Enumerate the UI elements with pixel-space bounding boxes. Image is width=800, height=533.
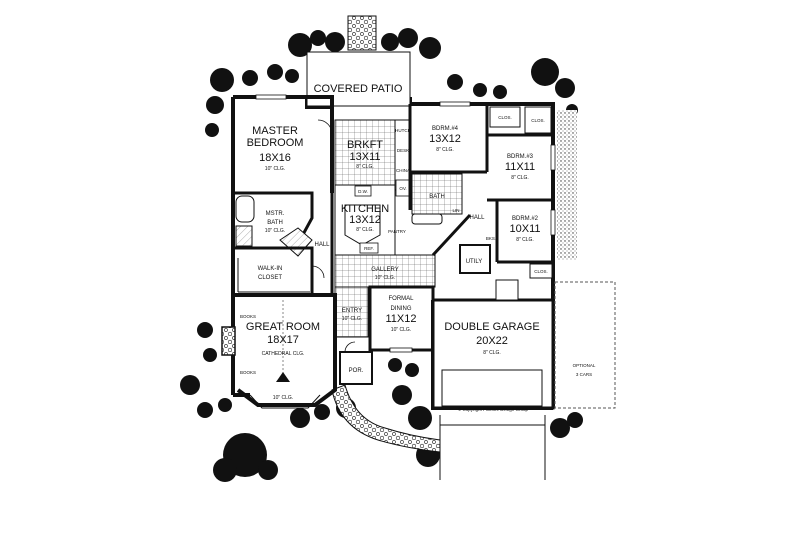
pantry-label: PANTRY <box>388 229 406 234</box>
master-bedroom: MASTER BEDROOM 18X16 10" CLG. <box>233 94 334 195</box>
chimney <box>347 15 377 51</box>
bdrm2-closet-label: CLOS. <box>534 269 548 274</box>
bdrm4-closet-label: CLOS. <box>498 115 512 120</box>
shrubs-bottom-right <box>550 412 583 438</box>
hall-bath: BATH LIN <box>411 173 463 225</box>
entry-label: ENTRY <box>342 308 362 314</box>
hall-left: HALL <box>311 193 334 295</box>
hall-right: HALL BKS. <box>431 213 496 257</box>
bdrm4-size: 13X12 <box>429 133 461 145</box>
brkft-size: 13X11 <box>350 151 381 163</box>
mstr-bath-label-1: MSTR. <box>266 211 285 217</box>
formal-dining-ceiling: 10" CLG. <box>391 327 411 333</box>
formal-dining: FORMAL DINING 11X12 10" CLG. <box>368 285 435 353</box>
hall-left-label: HALL <box>314 242 330 248</box>
formal-dining-label-1: FORMAL <box>388 296 414 302</box>
china-label: CHINA <box>396 168 410 173</box>
bedroom-2: CLOS. BDRM.#2 10X11 8" CLG. <box>495 200 556 279</box>
walk-in-closet: WALK-IN CLOSET <box>233 246 314 295</box>
bdrm3-closet-label: CLOS. <box>531 118 545 123</box>
optional-garage: OPTIONAL 3 CARS <box>554 281 616 409</box>
brkft-ceiling: 8" CLG. <box>356 164 374 170</box>
master-bedroom-door <box>317 119 333 135</box>
kitchen-size: 13X12 <box>349 214 381 226</box>
hutch-label: HUTCH <box>395 128 411 133</box>
porch: POR. <box>339 341 373 385</box>
optional-garage-label-2: 3 CARS <box>576 372 592 377</box>
bdrm2-ceiling: 8" CLG. <box>516 237 534 243</box>
double-garage-size: 20X22 <box>476 335 508 347</box>
double-garage: DOUBLE GARAGE 20X22 8" CLG. © Copyright … <box>431 279 555 412</box>
bdrm4-label: BDRM.#4 <box>432 126 459 132</box>
entry-ceiling: 10" CLG. <box>342 316 362 322</box>
garage-door <box>441 369 543 407</box>
bedroom-4: CLOS. BDRM.#4 13X12 8" CLG. <box>408 101 521 210</box>
kitchen-island <box>344 204 381 246</box>
gallery-ceiling: 10" CLG. <box>375 275 395 281</box>
gallery: GALLERY 10" CLG. <box>334 254 436 288</box>
refrigerator-label: REF. <box>364 246 374 251</box>
great-room-ceiling-2: 10" CLG. <box>273 395 293 401</box>
bdrm3-ceiling: 8" CLG. <box>511 175 529 181</box>
walk-in-closet-label-1: WALK-IN <box>258 266 283 272</box>
double-garage-label: DOUBLE GARAGE <box>444 321 539 333</box>
entry: ENTRY 10" CLG. <box>334 286 369 338</box>
walk-in-closet-label-2: CLOSET <box>258 275 282 281</box>
master-bedroom-label-2: BEDROOM <box>247 137 304 149</box>
shrubs-bottom-left <box>180 322 440 482</box>
bdrm3-label: BDRM.#3 <box>507 154 534 160</box>
landscaping <box>180 15 583 482</box>
master-bedroom-size: 18X16 <box>259 152 291 164</box>
bath-label: BATH <box>429 194 445 200</box>
desk-label: DESK <box>397 148 409 153</box>
bdrm2-label: BDRM.#2 <box>512 216 539 222</box>
shower <box>235 225 253 247</box>
bathtub <box>235 195 255 223</box>
covered-patio-label: COVERED PATIO <box>314 83 403 95</box>
books-top-label: BOOKS <box>240 314 256 319</box>
formal-dining-size: 11X12 <box>386 313 417 325</box>
bdrm2-size: 10X11 <box>510 223 541 235</box>
bay-window <box>249 394 321 409</box>
shrubs-top <box>205 28 507 137</box>
great-room: BOOKS BOOKS GREAT ROOM 18X17 CATHEDRAL C… <box>221 293 337 409</box>
formal-dining-label-2: DINING <box>391 306 412 312</box>
mstr-bath-ceiling: 10" CLG. <box>265 228 285 234</box>
mstr-bath-label-2: BATH <box>267 220 283 226</box>
master-bedroom-label-1: MASTER <box>252 125 298 137</box>
shrub-border-right <box>557 110 577 260</box>
porch-label: POR. <box>349 368 364 374</box>
optional-garage-label-1: OPTIONAL <box>573 363 596 368</box>
double-garage-ceiling: 8" CLG. <box>483 350 501 356</box>
bdrm3-size: 11X11 <box>505 161 535 173</box>
master-bedroom-ceiling: 10" CLG. <box>265 166 285 172</box>
fireplace <box>221 326 236 356</box>
bookshelf-label: BKS. <box>486 236 496 241</box>
kitchen-label: KITCHEN <box>341 203 389 215</box>
oven-label: OV. <box>399 186 406 191</box>
great-room-label: GREAT ROOM <box>246 321 320 333</box>
bdrm4-ceiling: 8" CLG. <box>436 147 454 153</box>
driveway <box>439 415 546 480</box>
copyright-text: © Copyright Fillmore Design Group <box>458 406 529 412</box>
brkft-label: BRKFT <box>347 139 383 151</box>
utility-label: UTILY <box>466 259 483 265</box>
breakfast-kitchen: HUTCH DESK CHINA BRKFT 13X11 8" CLG. KIT… <box>334 119 411 256</box>
linen-label: LIN <box>452 208 459 213</box>
kitchen-ceiling: 8" CLG. <box>356 227 374 233</box>
hall-right-label: HALL <box>469 215 485 221</box>
dishwasher-label: D.W. <box>358 189 368 194</box>
books-bottom-label: BOOKS <box>240 370 256 375</box>
utility: UTILY <box>459 244 491 274</box>
gallery-label: GALLERY <box>371 267 399 273</box>
